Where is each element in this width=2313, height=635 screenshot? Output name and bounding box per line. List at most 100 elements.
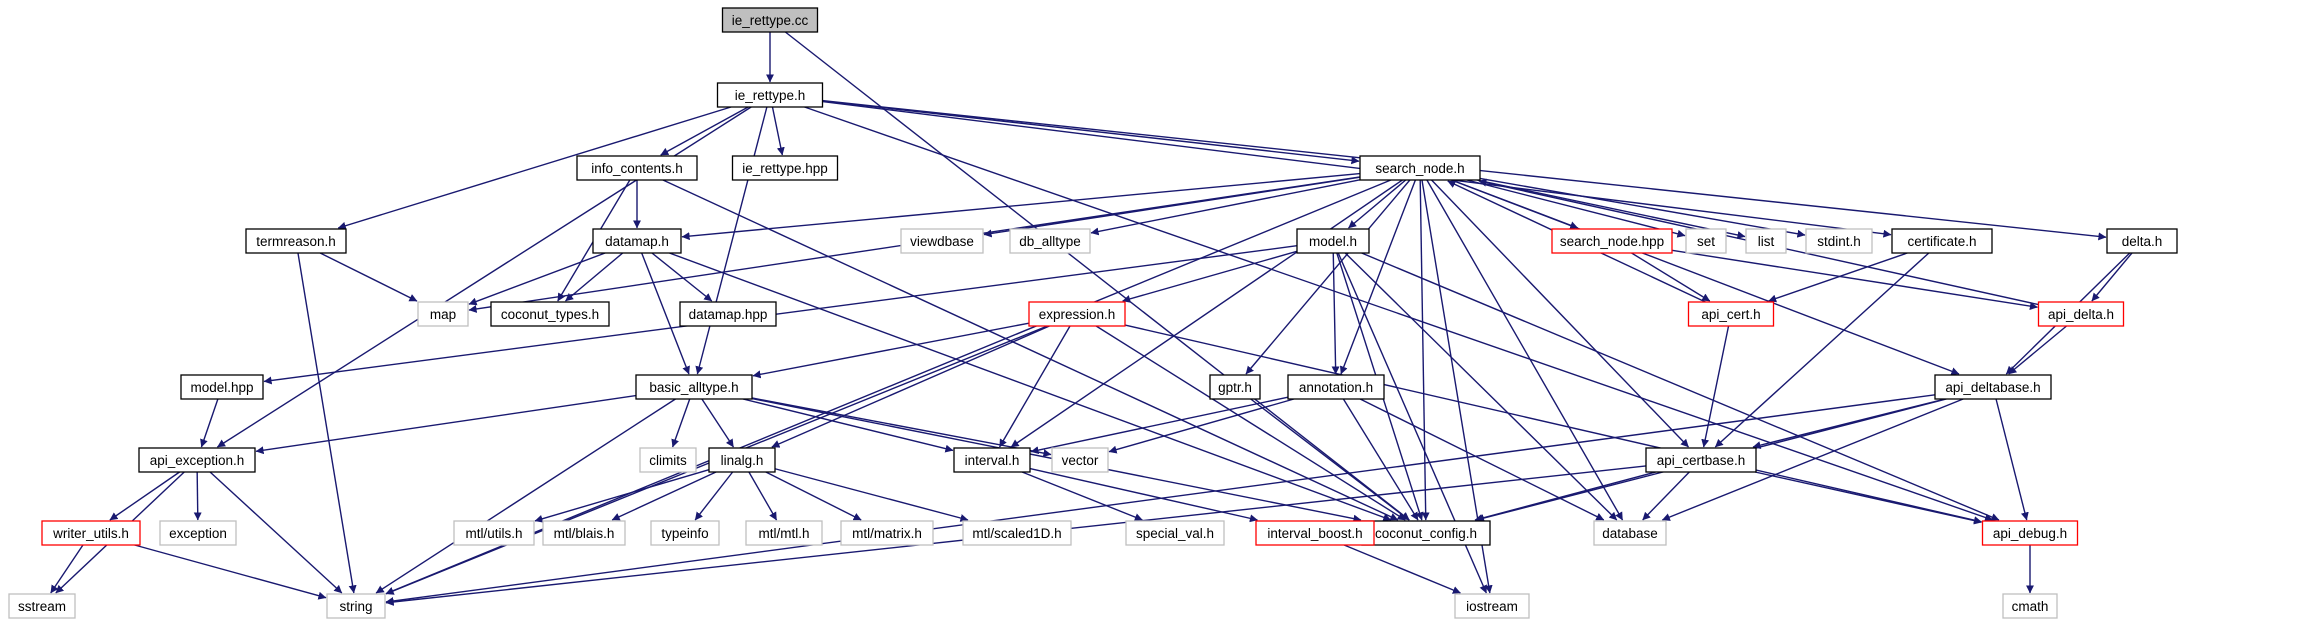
node-iostream[interactable]: iostream xyxy=(1454,593,1530,619)
node-box xyxy=(1051,447,1109,473)
node-database[interactable]: database xyxy=(1593,520,1667,546)
node-label: exception xyxy=(169,526,227,541)
node-api_deltabase_h[interactable]: api_deltabase.h xyxy=(1934,374,2052,400)
edge-ie_rettype_h-to-search_node_h xyxy=(822,100,1360,165)
node-coconut_config_h[interactable]: coconut_config.h xyxy=(1361,520,1491,546)
node-expression_h[interactable]: expression.h xyxy=(1028,301,1126,327)
node-model_hpp[interactable]: model.hpp xyxy=(180,374,264,400)
node-box xyxy=(1805,228,1873,254)
node-termreason_h[interactable]: termreason.h xyxy=(245,228,347,254)
node-interval_h[interactable]: interval.h xyxy=(953,447,1031,473)
edge-basic_alltype_h-to-interval_h xyxy=(742,398,954,453)
node-gptr_h[interactable]: gptr.h xyxy=(1209,374,1261,400)
node-climits[interactable]: climits xyxy=(639,447,697,473)
edge-search_node_h-to-interval_h xyxy=(1010,179,1403,448)
node-box xyxy=(138,447,256,473)
node-api_cert_h[interactable]: api_cert.h xyxy=(1687,301,1775,327)
edge-termreason_h-to-map xyxy=(319,252,418,302)
node-map[interactable]: map xyxy=(417,301,469,327)
node-mtl_scaled1D_h[interactable]: mtl/scaled1D.h xyxy=(962,520,1072,546)
node-mtl_blais_h[interactable]: mtl/blais.h xyxy=(542,520,626,546)
node-typeinfo[interactable]: typeinfo xyxy=(650,520,720,546)
node-box xyxy=(1934,374,2052,400)
node-label: api_debug.h xyxy=(1993,526,2067,541)
edge-search_node_h-to-gptr_h xyxy=(1245,179,1411,375)
node-search_node_h[interactable]: search_node.h xyxy=(1359,155,1481,181)
edge-search_node_h-to-db_alltype xyxy=(1090,179,1361,236)
node-search_node_hpp[interactable]: search_node.hpp xyxy=(1551,228,1673,254)
node-box xyxy=(2037,301,2125,327)
edge-basic_alltype_h-to-string xyxy=(375,398,676,594)
node-datamap_h[interactable]: datamap.h xyxy=(592,228,682,254)
node-box xyxy=(1359,155,1481,181)
node-info_contents_h[interactable]: info_contents.h xyxy=(576,155,698,181)
node-ie_rettype_h[interactable]: ie_rettype.h xyxy=(716,82,824,108)
edge-search_node_hpp-to-api_cert_h xyxy=(1631,252,1711,302)
node-api_debug_h[interactable]: api_debug.h xyxy=(1981,520,2079,546)
node-ie_rettype_hpp[interactable]: ie_rettype.hpp xyxy=(731,155,839,181)
node-writer_utils_h[interactable]: writer_utils.h xyxy=(41,520,141,546)
node-interval_boost_h[interactable]: interval_boost.h xyxy=(1255,520,1375,546)
node-exception[interactable]: exception xyxy=(159,520,237,546)
node-box xyxy=(716,82,824,108)
node-box xyxy=(962,520,1072,546)
edge-writer_utils_h-to-sstream xyxy=(50,544,84,594)
node-api_exception_h[interactable]: api_exception.h xyxy=(138,447,256,473)
edge-termreason_h-to-string xyxy=(297,252,357,594)
node-label: annotation.h xyxy=(1299,380,1373,395)
node-box xyxy=(1685,228,1727,254)
node-basic_alltype_h[interactable]: basic_alltype.h xyxy=(635,374,753,400)
node-coconut_types_h[interactable]: coconut_types.h xyxy=(490,301,610,327)
node-box xyxy=(639,447,697,473)
node-api_delta_h[interactable]: api_delta.h xyxy=(2037,301,2125,327)
node-label: search_node.h xyxy=(1375,161,1464,176)
node-api_certbase_h[interactable]: api_certbase.h xyxy=(1645,447,1757,473)
node-mtl_mtl_h[interactable]: mtl/mtl.h xyxy=(745,520,823,546)
edge-ie_rettype_h-to-ie_rettype_hpp xyxy=(771,106,785,156)
node-label: map xyxy=(430,307,456,322)
edge-datamap_h-to-basic_alltype_h xyxy=(641,252,690,375)
node-label: set xyxy=(1697,234,1715,249)
node-cmath[interactable]: cmath xyxy=(2002,593,2058,619)
node-sstream[interactable]: sstream xyxy=(8,593,76,619)
node-stdint_h[interactable]: stdint.h xyxy=(1805,228,1873,254)
node-label: api_delta.h xyxy=(2048,307,2114,322)
edge-search_node_h-to-api_deltabase_h xyxy=(1451,179,1960,376)
node-vector[interactable]: vector xyxy=(1051,447,1109,473)
node-special_val_h[interactable]: special_val.h xyxy=(1125,520,1225,546)
node-list[interactable]: list xyxy=(1745,228,1787,254)
node-set[interactable]: set xyxy=(1685,228,1727,254)
node-model_h[interactable]: model.h xyxy=(1296,228,1370,254)
node-annotation_h[interactable]: annotation.h xyxy=(1287,374,1385,400)
node-certificate_h[interactable]: certificate.h xyxy=(1891,228,1993,254)
edge-api_certbase_h-to-api_debug_h xyxy=(1754,471,1982,525)
node-label: interval_boost.h xyxy=(1267,526,1362,541)
edge-expression_h-to-basic_alltype_h xyxy=(752,322,1030,379)
node-delta_h[interactable]: delta.h xyxy=(2106,228,2178,254)
node-label: info_contents.h xyxy=(591,161,683,176)
node-label: special_val.h xyxy=(1136,526,1214,541)
node-label: sstream xyxy=(18,599,66,614)
node-ie_rettype_cc[interactable]: ie_rettype.cc xyxy=(721,7,819,33)
node-label: writer_utils.h xyxy=(52,526,129,541)
edge-writer_utils_h-to-string xyxy=(134,544,327,600)
node-box xyxy=(650,520,720,546)
edge-interval_h-to-interval_boost_h xyxy=(1029,467,1258,523)
node-box xyxy=(1551,228,1673,254)
node-label: coconut_types.h xyxy=(501,307,599,322)
node-mtl_matrix_h[interactable]: mtl/matrix.h xyxy=(840,520,934,546)
edge-search_node_hpp-to-api_delta_h xyxy=(1671,249,2038,311)
edge-api_deltabase_h-to-api_debug_h xyxy=(1995,398,2029,521)
edge-search_node_h-to-annotation_h xyxy=(1339,179,1417,375)
node-label: search_node.hpp xyxy=(1560,234,1664,249)
node-string[interactable]: string xyxy=(326,593,386,619)
node-label: api_deltabase.h xyxy=(1945,380,2040,395)
node-box xyxy=(721,7,819,33)
node-viewdbase[interactable]: viewdbase xyxy=(900,228,984,254)
node-mtl_utils_h[interactable]: mtl/utils.h xyxy=(453,520,535,546)
node-linalg_h[interactable]: linalg.h xyxy=(708,447,776,473)
edge-annotation_h-to-coconut_config_h xyxy=(1342,398,1419,521)
node-datamap_hpp[interactable]: datamap.hpp xyxy=(679,301,777,327)
edge-basic_alltype_h-to-api_exception_h xyxy=(255,394,637,455)
node-db_alltype[interactable]: db_alltype xyxy=(1009,228,1091,254)
